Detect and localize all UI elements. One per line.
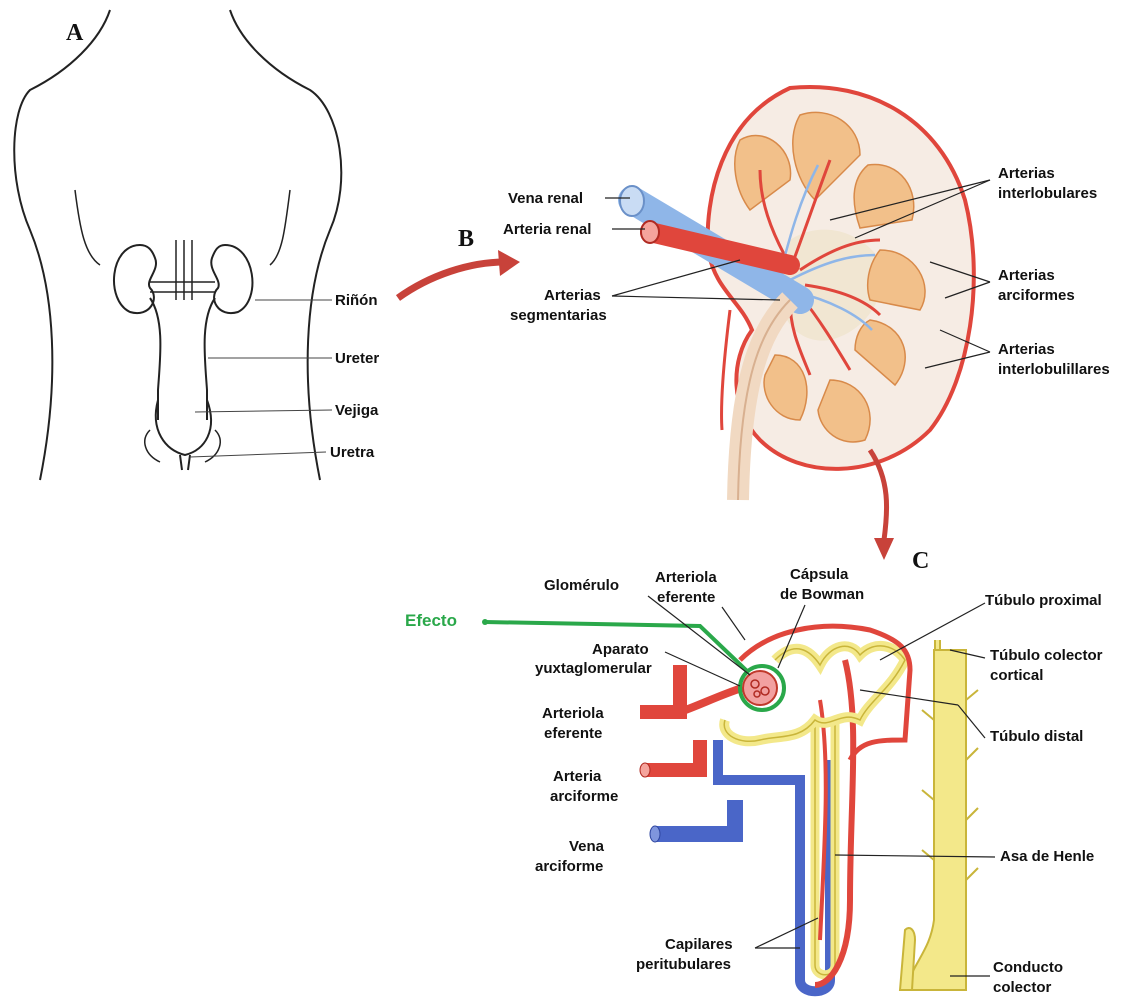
label-segmentarias-1: Arterias	[544, 287, 601, 304]
label-arteriola-eferente-top-1: Arteriola	[655, 569, 717, 586]
label-arteriola-eferente-top-2: eferente	[657, 589, 715, 606]
label-vena-arciforme-2: arciforme	[535, 858, 603, 875]
label-tubulo-distal: Túbulo distal	[990, 728, 1083, 745]
panel-a-body-figure: Riñón Ureter Vejiga Uretra A	[14, 10, 379, 480]
vena-arciforme	[655, 800, 735, 834]
label-segmentarias-2: segmentarias	[510, 307, 607, 324]
label-vena-arciforme-1: Vena	[569, 838, 605, 855]
label-vena-renal: Vena renal	[508, 190, 583, 207]
arteria-arciforme	[645, 740, 700, 770]
left-kidney-outline	[114, 245, 156, 313]
label-aparato-1: Aparato	[592, 641, 649, 658]
label-glomerulo: Glomérulo	[544, 577, 619, 594]
label-arteria-renal: Arteria renal	[503, 221, 591, 238]
label-tubulo-proximal: Túbulo proximal	[985, 592, 1102, 609]
label-arteriola-eferente-2: eferente	[544, 725, 602, 742]
label-arteria-arciforme-2: arciforme	[550, 788, 618, 805]
torso-outline	[14, 10, 110, 480]
glomerulus	[743, 671, 777, 705]
label-arciformes-1: Arterias	[998, 267, 1055, 284]
panel-b-kidney-section: Vena renal Arteria renal Arterias segmen…	[503, 87, 1110, 500]
label-capsula-2: de Bowman	[780, 586, 864, 603]
label-colector-cortical-2: cortical	[990, 667, 1043, 684]
label-capilares-1: Capilares	[665, 936, 733, 953]
right-kidney-outline	[211, 245, 252, 313]
arrow-b-to-c-head	[874, 538, 894, 560]
label-conducto-2: colector	[993, 979, 1052, 996]
label-arteriola-eferente-1: Arteriola	[542, 705, 604, 722]
label-interlobulillares-2: interlobulillares	[998, 361, 1110, 378]
label-interlobulares-2: interlobulares	[998, 185, 1097, 202]
afferent-arteriole	[680, 688, 742, 712]
panel-letter-c: C	[912, 548, 929, 574]
label-vejiga: Vejiga	[335, 402, 379, 419]
urethra-outline	[180, 455, 190, 470]
label-colector-cortical-1: Túbulo colector	[990, 647, 1103, 664]
label-conducto-1: Conducto	[993, 959, 1063, 976]
arm-line-right	[270, 190, 290, 265]
arrow-a-to-b	[398, 262, 505, 298]
arrow-a-to-b-head	[498, 250, 520, 276]
label-efecto: Efecto	[405, 611, 457, 630]
torso-outline-right	[230, 10, 341, 480]
label-arteria-arciforme-1: Arteria	[553, 768, 602, 785]
label-arciformes-2: arciformes	[998, 287, 1075, 304]
label-uretra: Uretra	[330, 444, 375, 461]
label-interlobulares-1: Arterias	[998, 165, 1055, 182]
ureter-left	[150, 298, 160, 420]
panel-c-nephron: Efecto Glomérulo Arteriola eferente Cáps…	[405, 566, 1103, 996]
label-rinon: Riñón	[335, 292, 378, 309]
label-asa-henle: Asa de Henle	[1000, 848, 1094, 865]
label-capsula-1: Cápsula	[790, 566, 849, 583]
label-ureter: Ureter	[335, 350, 379, 367]
ureter-right	[205, 298, 215, 420]
panel-letter-b: B	[458, 226, 474, 252]
label-interlobulillares-1: Arterias	[998, 341, 1055, 358]
label-aparato-2: yuxtaglomerular	[535, 660, 652, 677]
bladder-outline	[156, 400, 211, 455]
panel-letter-a: A	[66, 20, 84, 46]
label-capilares-2: peritubulares	[636, 956, 731, 973]
arm-line-left	[75, 190, 100, 265]
